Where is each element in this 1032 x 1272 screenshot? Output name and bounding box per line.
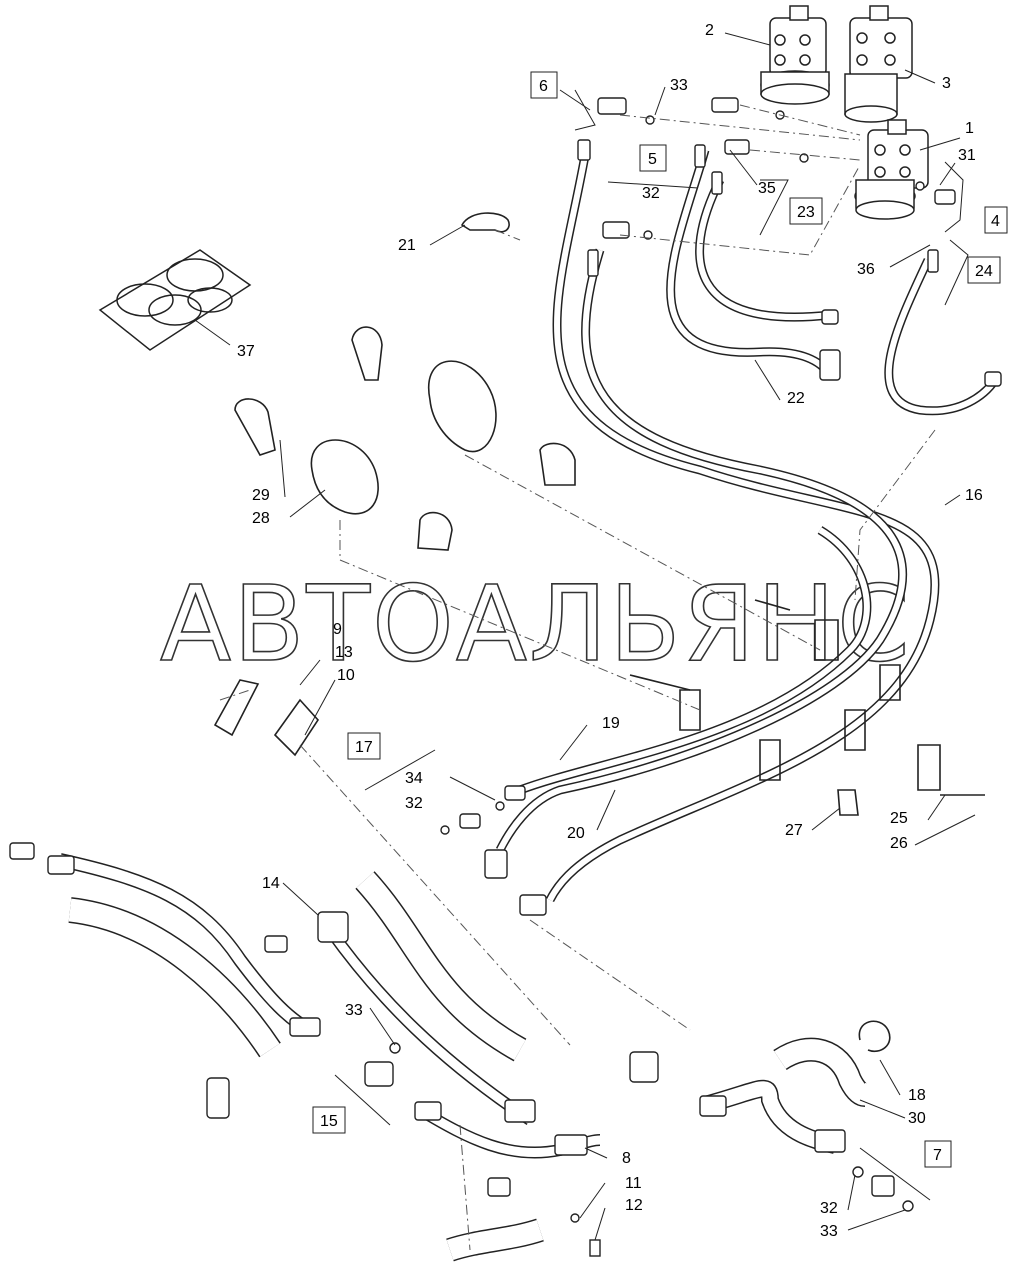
plate-27 xyxy=(837,789,859,816)
svg-text:6: 6 xyxy=(539,78,548,95)
callout-36: 36 xyxy=(857,261,875,278)
callout-33-bottom: 33 xyxy=(820,1223,838,1240)
clamp-28 xyxy=(310,439,379,515)
callout-28: 28 xyxy=(252,510,270,527)
callout-1: 1 xyxy=(965,120,974,137)
strap-small-2 xyxy=(234,398,276,456)
strap-21 xyxy=(460,212,510,233)
callout-32-top: 32 xyxy=(642,185,660,202)
callout-33-top: 33 xyxy=(670,77,688,94)
group-brackets xyxy=(334,89,969,1201)
callout-34: 34 xyxy=(405,770,423,787)
callout-3: 3 xyxy=(942,75,951,92)
boxed-callout-4: 4 xyxy=(984,206,1008,234)
bolt-2 xyxy=(754,599,791,611)
plate-10 xyxy=(273,698,320,757)
clamp-block-2 xyxy=(759,739,781,781)
callout-21: 21 xyxy=(398,237,416,254)
callout-9: 9 xyxy=(333,621,342,638)
callout-20: 20 xyxy=(567,825,585,842)
callout-11: 11 xyxy=(625,1175,642,1192)
svg-text:7: 7 xyxy=(933,1147,942,1164)
boxed-callout-7: 7 xyxy=(924,1140,952,1168)
watermark: АВТОАЛЬЯНС xyxy=(160,563,912,685)
leader-lines xyxy=(194,32,976,1241)
callout-30: 30 xyxy=(908,1110,926,1127)
clamp-block-6 xyxy=(814,619,839,661)
reference-lines xyxy=(219,104,936,1251)
clamp-block-4 xyxy=(879,664,901,701)
clamp-block-1 xyxy=(679,689,701,731)
boxed-callout-15: 15 xyxy=(312,1106,346,1134)
clamp-large xyxy=(427,360,497,453)
svg-text:4: 4 xyxy=(991,213,1000,230)
callout-14: 14 xyxy=(262,875,280,892)
svg-text:5: 5 xyxy=(648,151,657,168)
callout-33-mid: 33 xyxy=(345,1002,363,1019)
boxed-callout-6: 6 xyxy=(530,71,558,99)
seal-kit-37 xyxy=(98,249,252,351)
strap-small-4 xyxy=(417,511,453,551)
svg-text:15: 15 xyxy=(320,1113,338,1130)
callout-31: 31 xyxy=(958,147,976,164)
callout-27: 27 xyxy=(785,822,803,839)
callout-10: 10 xyxy=(337,667,355,684)
callout-2: 2 xyxy=(705,22,714,39)
callout-29: 29 xyxy=(252,487,270,504)
bracket-9 xyxy=(213,679,260,737)
tie-18 xyxy=(858,1020,891,1052)
callout-35: 35 xyxy=(758,180,776,197)
clamp-block-5 xyxy=(917,744,941,791)
callout-22: 22 xyxy=(787,390,805,407)
callout-16: 16 xyxy=(965,487,983,504)
svg-text:23: 23 xyxy=(797,204,815,221)
callout-13: 13 xyxy=(335,644,353,661)
hoses xyxy=(58,148,999,1262)
callout-26: 26 xyxy=(890,835,908,852)
callout-8: 8 xyxy=(622,1150,631,1167)
callout-32-mid: 32 xyxy=(405,795,423,812)
boxed-callout-5: 5 xyxy=(639,144,667,172)
steering-unit-3 xyxy=(844,5,913,123)
strap-small-1 xyxy=(351,326,383,381)
steering-unit-2 xyxy=(760,5,830,105)
callout-12: 12 xyxy=(625,1197,643,1214)
callout-37: 37 xyxy=(237,343,255,360)
boxed-callout-24: 24 xyxy=(967,256,1001,284)
callout-25: 25 xyxy=(890,810,908,827)
boxed-callout-17: 17 xyxy=(347,732,381,760)
sleeve-lower-left xyxy=(68,897,281,1058)
svg-text:24: 24 xyxy=(975,263,993,280)
boxed-callout-23: 23 xyxy=(789,197,823,225)
svg-text:17: 17 xyxy=(355,739,373,756)
bolt-1 xyxy=(629,674,691,691)
clamp-block-3 xyxy=(844,709,866,751)
strap-small-3 xyxy=(539,442,576,486)
callout-18: 18 xyxy=(908,1087,926,1104)
callout-32-bottom: 32 xyxy=(820,1200,838,1217)
callout-19: 19 xyxy=(602,715,620,732)
clamps xyxy=(213,212,985,1052)
fittings xyxy=(9,97,1002,1257)
steering-unit-1 xyxy=(854,119,929,220)
